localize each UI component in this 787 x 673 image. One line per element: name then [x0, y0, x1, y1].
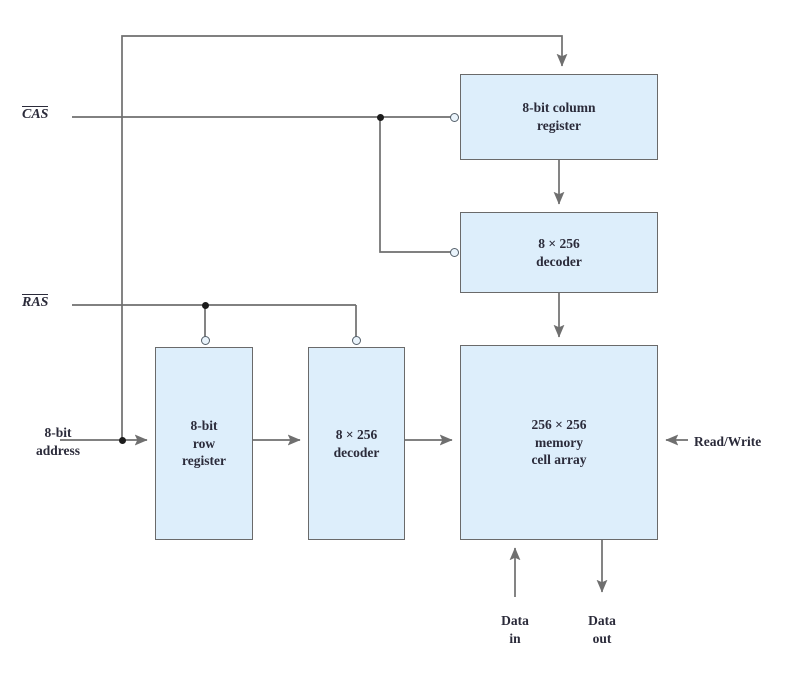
junction-address-branch	[118, 436, 126, 444]
block-memory-cell-array[interactable]: 256 × 256 memory cell array	[460, 345, 658, 540]
signal-ras-text: RAS	[22, 294, 49, 310]
block-column-register-label: 8-bit column register	[522, 100, 596, 133]
block-row-decoder-label: 8 × 256 decoder	[333, 426, 380, 460]
block-column-register[interactable]: 8-bit column register	[460, 74, 658, 160]
block-row-register-label: 8-bit row register	[182, 417, 226, 469]
junction-cas-branch	[376, 113, 384, 121]
block-memory-cell-array-label: 256 × 256 memory cell array	[531, 416, 587, 468]
bubble-column-decoder-cas	[450, 247, 459, 257]
bubble-column-register-cas	[450, 112, 459, 122]
signal-label-data-out: Data out	[588, 613, 616, 646]
signal-label-address: 8-bit address	[35, 425, 80, 458]
bubble-row-register-ras	[200, 336, 210, 345]
signal-label-data-in: Data in	[501, 613, 529, 646]
block-row-register[interactable]: 8-bit row register	[155, 347, 253, 540]
bubble-row-decoder-ras	[351, 336, 361, 345]
block-column-decoder-label: 8 × 256 decoder	[536, 235, 582, 269]
block-row-decoder[interactable]: 8 × 256 decoder	[308, 347, 405, 540]
junction-ras-branch	[201, 301, 209, 309]
signal-label-cas: CAS	[22, 106, 49, 123]
wire-address-to-column-register	[121, 35, 568, 440]
signal-label-ras: RAS	[22, 294, 49, 311]
wire-cas-branch-decoder	[379, 117, 451, 253]
signal-label-read-write: Read/Write	[694, 434, 762, 449]
signal-cas-text: CAS	[22, 106, 49, 122]
block-column-decoder[interactable]: 8 × 256 decoder	[460, 212, 658, 293]
